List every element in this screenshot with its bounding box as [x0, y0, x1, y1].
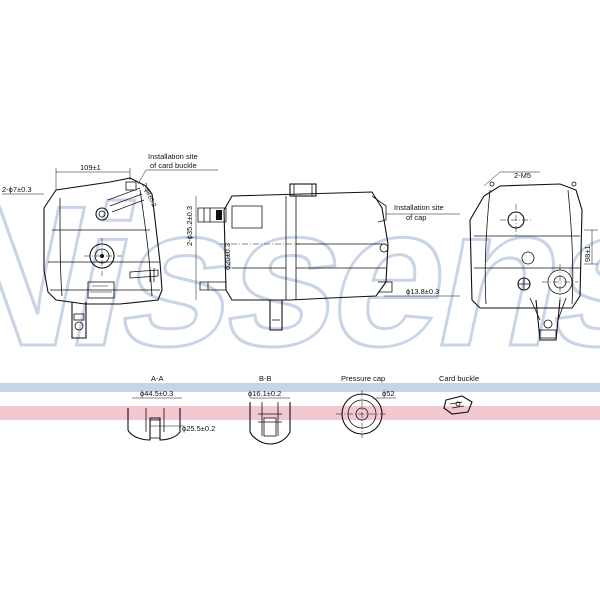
- left-hole-dim: 2-ϕ7±0.3: [2, 185, 32, 194]
- right-pipe-dim: ϕ13.8±0.3: [406, 287, 439, 296]
- pressure-cap-title: Pressure cap: [341, 374, 385, 383]
- section-aa: A-A ϕ44.5±0.3 ϕ25.5±0.2: [127, 374, 215, 441]
- cap-site-line2: of cap: [406, 213, 426, 222]
- right-tapped-dim: 2-M5: [514, 171, 531, 180]
- section-bb-title: B-B: [259, 374, 272, 383]
- card-buckle-title: Card buckle: [439, 374, 479, 383]
- center-vert-dim-2: ϕ20±0.3: [223, 243, 232, 270]
- pressure-cap-dim1: ϕ52: [382, 389, 395, 398]
- right-tank-view: 2-M5 98±1: [469, 171, 598, 341]
- buckle-site-line1: Installation site: [148, 152, 198, 161]
- section-aa-dim2: ϕ25.5±0.2: [182, 424, 215, 433]
- brand-watermark: Nissens: [0, 164, 600, 387]
- blue-band: [0, 383, 600, 392]
- center-tank-view: 2-ϕ35.2±0.3 ϕ20±0.3 Installation site of…: [185, 183, 460, 331]
- card-buckle: Card buckle: [439, 374, 479, 415]
- center-vert-dim-1: 2-ϕ35.2±0.3: [185, 206, 194, 246]
- pressure-cap: Pressure cap ϕ52: [336, 374, 396, 438]
- section-bb-dim1: ϕ16.1±0.2: [248, 389, 281, 398]
- left-width-dim: 109±1: [80, 163, 101, 172]
- pink-band: [0, 406, 600, 420]
- section-aa-dim1: ϕ44.5±0.3: [140, 389, 173, 398]
- right-height-dim: 98±1: [583, 245, 592, 262]
- section-aa-title: A-A: [151, 374, 164, 383]
- cap-site-line1: Installation site: [394, 203, 444, 212]
- buckle-site-line2: of card buckle: [150, 161, 197, 170]
- left-tank-view: 109±1 2-ϕ7±0.3 2-ϕ8±0.2 Installation sit…: [2, 152, 218, 339]
- section-bb: B-B ϕ16.1±0.2: [248, 374, 291, 445]
